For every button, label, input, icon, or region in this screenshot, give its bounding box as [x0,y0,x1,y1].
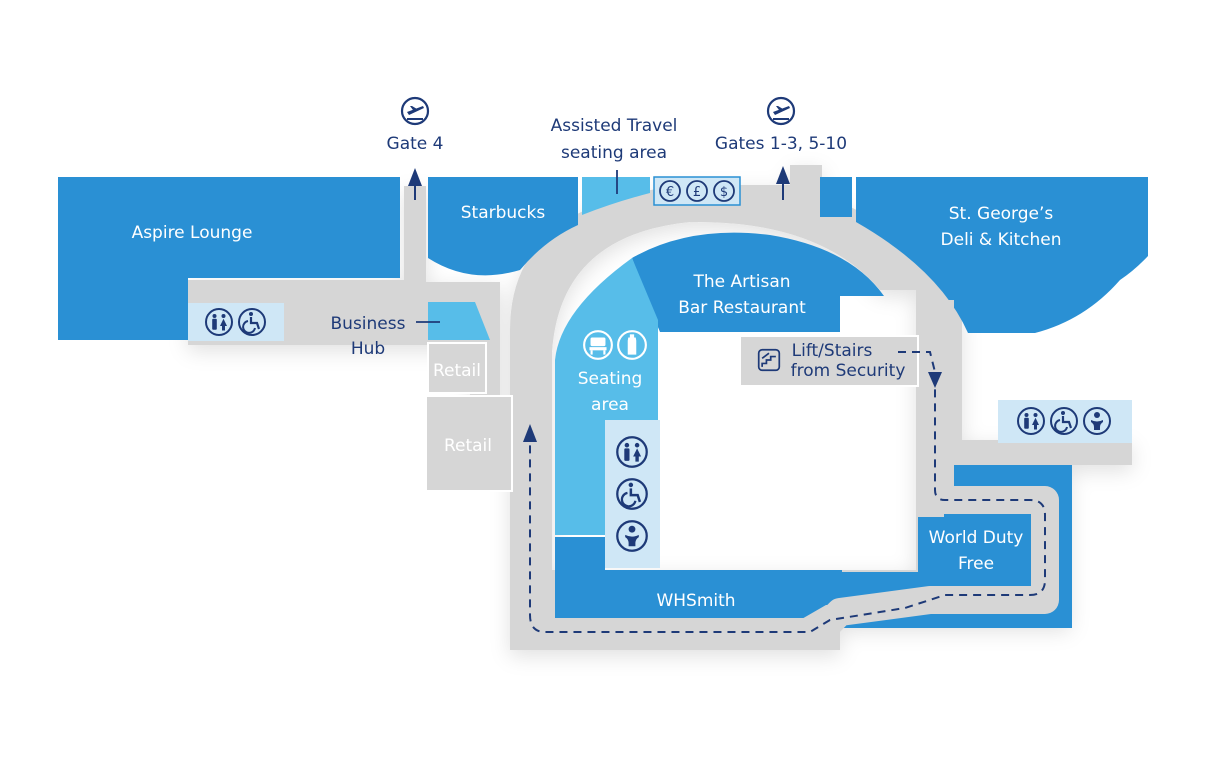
retail-label-2: Retail [444,436,492,456]
artisan-area[interactable] [632,232,884,332]
st-georges-label-2: Deli & Kitchen [941,230,1062,250]
dollar-icon: $ [713,180,735,202]
st-georges-area[interactable] [856,177,1148,333]
whsmith-area[interactable] [555,537,842,620]
assisted-travel-label-1: Assisted Travel [551,116,678,136]
svg-text:£: £ [693,185,701,200]
business-hub-label-2: Hub [351,339,385,359]
retail-label-1: Retail [433,361,481,381]
artisan-label-1: The Artisan [692,272,790,292]
retail-area-1[interactable] [427,342,487,394]
lift-stairs-area[interactable] [739,335,919,387]
seating-label-2: area [591,395,629,415]
route-arrow-up [523,424,537,442]
gate4-arrow [408,168,422,200]
gate4-label[interactable]: Gate 4 [387,134,444,154]
business-hub-label-1: Business [331,314,406,334]
artisan-label-2: Bar Restaurant [678,298,806,318]
seating-label-1: Seating [578,369,643,389]
gates-main-arrow [776,166,790,200]
aspire-lounge-label: Aspire Lounge [132,223,253,243]
starbucks-label: Starbucks [461,203,546,223]
svg-text:€: € [666,185,674,200]
route-arrow-down [928,372,942,388]
gates-main-label[interactable]: Gates 1-3, 5-10 [715,134,847,154]
assisted-travel-label-2: seating area [561,143,667,163]
lift-stairs-label-2: from Security [791,361,906,381]
starbucks-area[interactable] [428,177,578,276]
business-hub-area[interactable] [428,302,490,340]
euro-icon: € [659,180,681,202]
whsmith-label: WHSmith [656,591,735,611]
aspire-lounge-area[interactable] [58,177,400,340]
departures-icon [766,96,796,126]
pound-icon: £ [686,180,708,202]
world-duty-free-label-2: Free [958,554,994,574]
st-georges-label-1: St. George’s [949,204,1054,224]
assisted-travel-area[interactable] [582,177,650,215]
route-path [523,351,1046,633]
facility-panel-left [188,303,284,341]
retail-area-2[interactable] [425,395,513,492]
gate-stub [820,177,852,217]
svg-text:$: $ [720,185,728,200]
facility-panel-right [998,400,1132,443]
world-duty-free-label-1: World Duty [929,528,1024,548]
facility-column-center [605,420,660,568]
departures-icon [400,96,430,126]
currency-icons: € £ $ [659,180,735,202]
lift-stairs-label-1: Lift/Stairs [792,341,873,361]
